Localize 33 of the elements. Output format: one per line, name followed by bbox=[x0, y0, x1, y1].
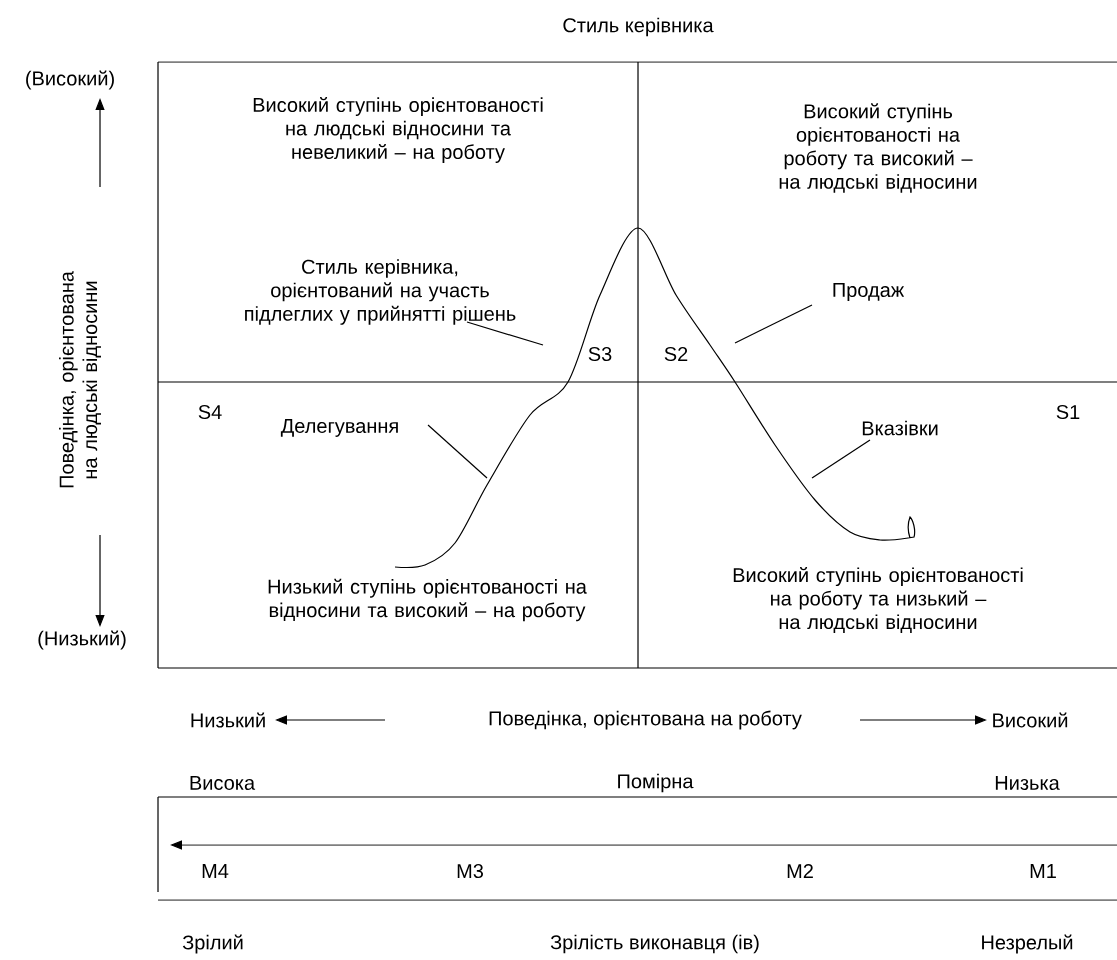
style-code: S3 bbox=[588, 346, 612, 362]
leader-line bbox=[811, 439, 871, 479]
callout-text: Вказівки bbox=[862, 420, 938, 436]
scale-label: Зрілий bbox=[182, 934, 243, 954]
leader-line bbox=[427, 424, 488, 479]
axis-title: Зрілість виконавця (ів) bbox=[550, 934, 759, 954]
callout-text: Стиль керівника, орієнтований на участь підлеглих у прийнятті рішень bbox=[245, 259, 516, 325]
quadrant-text: Високий ступінь орієнтованості на роботу та високий – на людські відносини bbox=[779, 103, 977, 193]
axis-label: Високий bbox=[993, 712, 1068, 728]
quadrant-text: Високий ступінь орієнтованості на людські відносини та невеликий – на роботу bbox=[253, 97, 543, 163]
axis-label: (Низький) bbox=[38, 630, 126, 650]
title: Стиль керівника bbox=[563, 17, 714, 37]
scale-label: Помірна bbox=[618, 773, 694, 793]
callout-text: Делегування bbox=[280, 419, 398, 437]
quadrant-text: Низький ступінь орієнтованості на відносини та високий – на роботу bbox=[268, 578, 587, 622]
leader-line bbox=[466, 321, 544, 346]
axis-title: Поведінка, орієнтована на роботу bbox=[489, 710, 802, 730]
maturity-code: M3 bbox=[457, 863, 483, 879]
leader-line bbox=[734, 304, 813, 344]
scale-label: Незрелый bbox=[982, 934, 1073, 954]
scale-label: Низька bbox=[995, 776, 1060, 790]
scale-label: Висока bbox=[190, 776, 256, 790]
maturity-code: M2 bbox=[787, 864, 813, 878]
axis-title: Поведінка, орієнтована на людські відносини bbox=[59, 271, 101, 488]
axis-label: (Високий) bbox=[26, 70, 114, 90]
maturity-code: M1 bbox=[1030, 864, 1056, 878]
style-code: S2 bbox=[664, 346, 688, 362]
style-code: S1 bbox=[1056, 404, 1080, 420]
maturity-code: M4 bbox=[202, 864, 229, 878]
style-code: S4 bbox=[198, 404, 222, 420]
axis-label: Низький bbox=[191, 712, 265, 728]
callout-text: Продаж bbox=[833, 283, 905, 301]
quadrant-text: Високий ступінь орієнтованості на роботу та низький – на людські відносини bbox=[733, 567, 1023, 633]
